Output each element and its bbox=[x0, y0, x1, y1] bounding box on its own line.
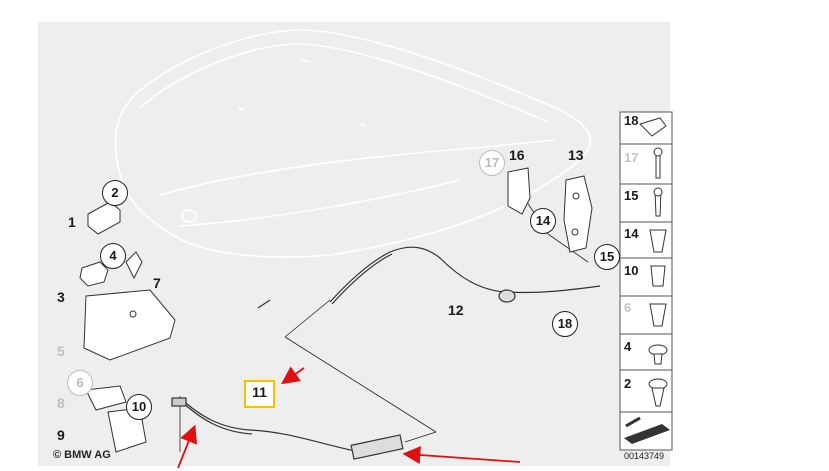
legend-label-15: 15 bbox=[624, 188, 639, 203]
callout-18: 18 bbox=[552, 311, 578, 337]
red-arrows bbox=[177, 366, 521, 469]
legend-label-18: 18 bbox=[624, 113, 639, 128]
legend-part-icons bbox=[639, 117, 668, 407]
callout-7: 7 bbox=[153, 275, 161, 291]
callout-11-highlighted: 11 bbox=[244, 380, 275, 408]
legend-label-2: 2 bbox=[624, 376, 632, 391]
release-cable-12 bbox=[257, 246, 601, 309]
callout-6: 6 bbox=[67, 370, 93, 396]
callout-16: 16 bbox=[509, 147, 525, 163]
callout-11-label: 11 bbox=[252, 384, 267, 400]
diagram-id-label: 00143749 bbox=[624, 451, 665, 461]
legend-label-4: 4 bbox=[624, 339, 632, 354]
callout-1: 1 bbox=[68, 214, 76, 230]
callout-3: 3 bbox=[57, 289, 65, 305]
callout-17: 17 bbox=[479, 150, 505, 176]
callout-5: 5 bbox=[57, 343, 65, 359]
legend-label-10: 10 bbox=[624, 263, 639, 278]
legend-label-17: 17 bbox=[624, 150, 639, 165]
callout-2: 2 bbox=[102, 180, 128, 206]
callout-12: 12 bbox=[448, 302, 464, 318]
callout-10: 10 bbox=[126, 394, 152, 420]
hood-outline bbox=[114, 29, 592, 258]
hood-hinge-parts bbox=[507, 167, 593, 253]
legend-label-14: 14 bbox=[624, 226, 639, 241]
copyright-label: © BMW AG bbox=[53, 449, 111, 461]
diagram-background bbox=[38, 22, 670, 466]
callout-9: 9 bbox=[57, 427, 65, 443]
callout-15: 15 bbox=[594, 244, 620, 270]
callout-8: 8 bbox=[57, 395, 65, 411]
callout-13: 13 bbox=[568, 147, 584, 163]
legend-label-6: 6 bbox=[624, 300, 632, 315]
legend-navigation-arrow bbox=[624, 416, 670, 444]
callout-14: 14 bbox=[530, 208, 556, 234]
release-cable-11 bbox=[171, 397, 404, 460]
callout-4: 4 bbox=[100, 243, 126, 269]
